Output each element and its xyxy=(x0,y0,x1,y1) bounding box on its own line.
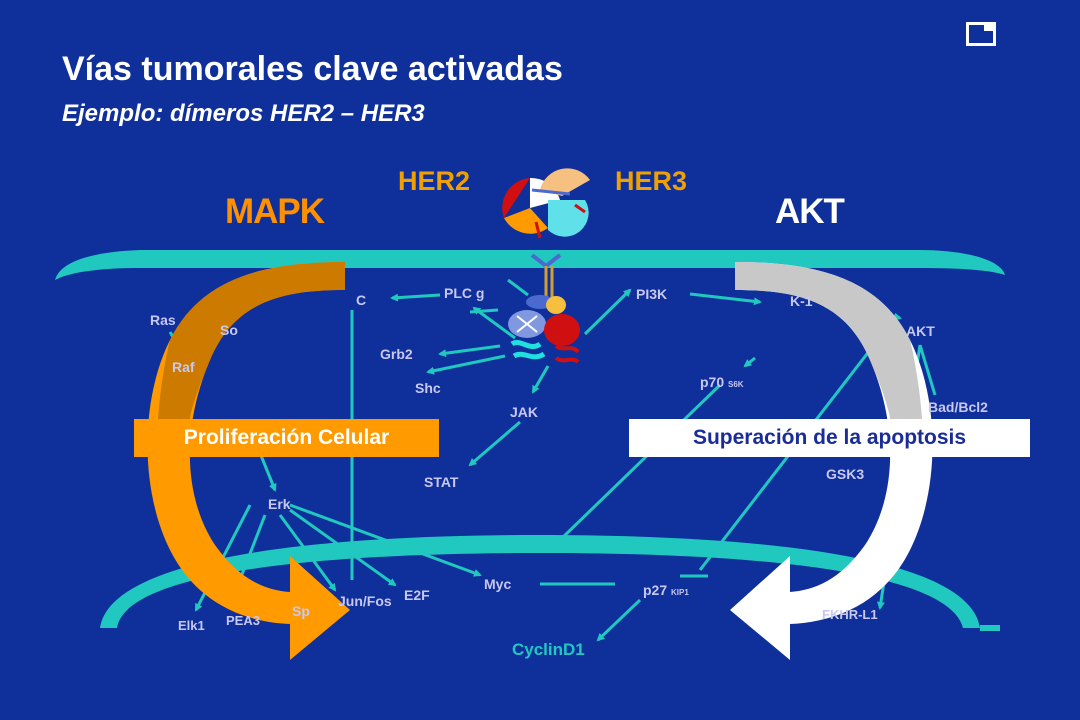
node-raf: Raf xyxy=(172,359,195,375)
node-sp1: Sp xyxy=(292,603,310,619)
her2-her3-dimer-icon xyxy=(502,168,590,239)
node-pkc: C xyxy=(356,292,367,308)
node-plc: PLC g xyxy=(444,285,485,301)
node-stat: STAT xyxy=(424,474,459,490)
node-p70: p70 S6K xyxy=(700,374,744,390)
node-badbcl2: Bad/Bcl2 xyxy=(928,399,988,415)
node-p27-label: p27 xyxy=(643,582,668,598)
proliferation-arrow-shade xyxy=(158,262,345,419)
node-pi3k: PI3K xyxy=(636,286,668,302)
akt-pathway-label: AKT xyxy=(775,192,845,231)
node-erk: Erk xyxy=(268,496,291,512)
node-jak: JAK xyxy=(510,404,539,420)
apoptosis-arrow xyxy=(730,262,933,660)
node-p27-sup: KIP1 xyxy=(671,588,689,597)
nucleus-membrane xyxy=(100,535,980,628)
proliferation-arrow xyxy=(147,262,350,660)
receptor-icon xyxy=(508,253,580,364)
node-gsk3: GSK3 xyxy=(826,466,865,482)
node-pea3: PEA3 xyxy=(226,613,260,628)
node-p70-sup: S6K xyxy=(728,380,744,389)
node-elk1: Elk1 xyxy=(178,618,205,633)
node-p70-label: p70 xyxy=(700,374,725,390)
node-grb2: Grb2 xyxy=(380,346,413,362)
page-icon xyxy=(966,22,996,46)
mapk-label: MAPK xyxy=(225,192,325,231)
node-fkhr: FKHR-L1 xyxy=(822,607,878,622)
node-shc: Shc xyxy=(415,380,441,396)
node-pdk1: K-1 xyxy=(790,293,813,309)
apoptosis-arrow-shade xyxy=(735,262,922,419)
node-ras: Ras xyxy=(150,312,176,328)
apoptosis-box: Superación de la apoptosis xyxy=(629,419,1030,457)
node-myc: Myc xyxy=(484,576,512,592)
node-sos: So xyxy=(220,322,238,338)
proliferation-box: Proliferación Celular xyxy=(134,419,439,457)
cell-membrane xyxy=(55,250,1005,280)
node-junfos: Jun/Fos xyxy=(338,593,392,609)
node-cyclind1: CyclinD1 xyxy=(512,640,585,659)
slide-title: Vías tumorales clave activadas xyxy=(62,50,563,88)
node-akt: AKT xyxy=(906,323,935,339)
her2-label: HER2 xyxy=(398,166,471,196)
her3-label: HER3 xyxy=(615,166,688,196)
slide-subtitle: Ejemplo: dímeros HER2 – HER3 xyxy=(62,100,425,127)
node-e2f: E2F xyxy=(404,587,430,603)
node-p27: p27 KIP1 xyxy=(643,582,689,598)
